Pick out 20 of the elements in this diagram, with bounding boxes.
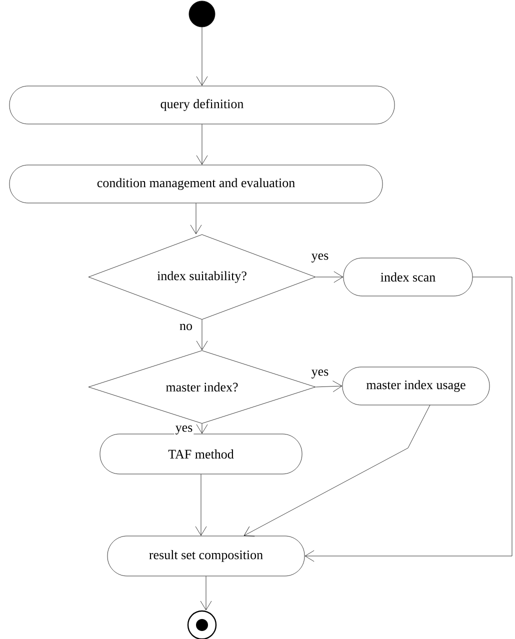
arrow xyxy=(195,474,207,536)
arrow xyxy=(304,276,512,562)
arrow xyxy=(200,576,212,610)
arrow xyxy=(190,203,202,234)
activity-box: query definition xyxy=(9,86,395,124)
activity-box: master index usage xyxy=(342,366,490,406)
activity-box: index scan xyxy=(343,258,473,296)
edge-label: no xyxy=(178,322,194,332)
arrow xyxy=(196,27,208,86)
arrow xyxy=(196,124,208,165)
end-node xyxy=(187,610,217,639)
arrow xyxy=(316,271,344,283)
arrow xyxy=(316,380,342,392)
arrow xyxy=(196,320,208,350)
activity-box: condition management and evaluation xyxy=(9,164,383,204)
edge-label: yes xyxy=(174,424,194,436)
start-node xyxy=(188,0,216,28)
activity-box: result set composition xyxy=(107,536,305,576)
activity-box: TAF method xyxy=(100,434,302,474)
arrow xyxy=(244,404,430,536)
